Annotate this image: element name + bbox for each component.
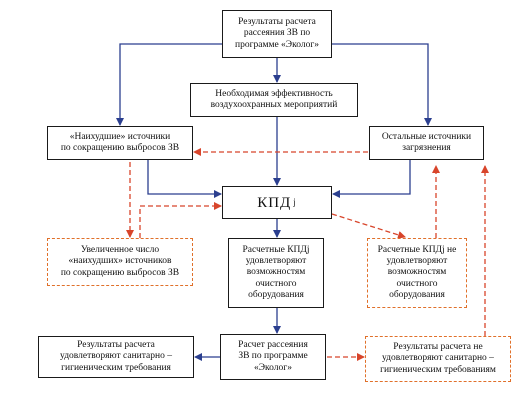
results-ecolog-box: Результаты расчета рассеяния ЗВ по прогр… xyxy=(222,10,332,58)
link-worst-to-kpd xyxy=(147,160,222,198)
increased-worst-sources-box: Увеличенное число «наихудших» источников… xyxy=(47,238,193,286)
link-kpd-to-notsatisfy-dashed xyxy=(331,213,406,239)
kpd-not-satisfy-box: Расчетные КПДj не удовлетворяют возможно… xyxy=(367,238,467,308)
kpd-label: КПД xyxy=(257,194,292,211)
link-results-to-other xyxy=(332,43,432,126)
required-efficiency-box: Необходимая эффективность воздухоохранны… xyxy=(190,83,358,117)
link-other-to-kpd xyxy=(332,160,411,198)
kpd-subscript: j xyxy=(293,197,297,208)
results-satisfy-box: Результаты расчета удовлетворяют санитар… xyxy=(38,336,194,378)
kpd-satisfy-box: Расчетные КПДj удовлетворяют возможностя… xyxy=(228,238,324,308)
worst-sources-box: «Наихудшие» источники по сокращению выбр… xyxy=(47,126,193,160)
results-not-satisfy-box: Результаты расчета не удовлетворяют сани… xyxy=(365,336,511,382)
recalc-ecolog-box: Расчет рассеяния ЗВ по программе «Эколог… xyxy=(220,334,326,380)
link-increased-to-kpd-dashed xyxy=(139,202,222,238)
link-results-to-worst xyxy=(116,43,222,126)
other-sources-box: Остальные источники загрязнения xyxy=(369,126,484,160)
